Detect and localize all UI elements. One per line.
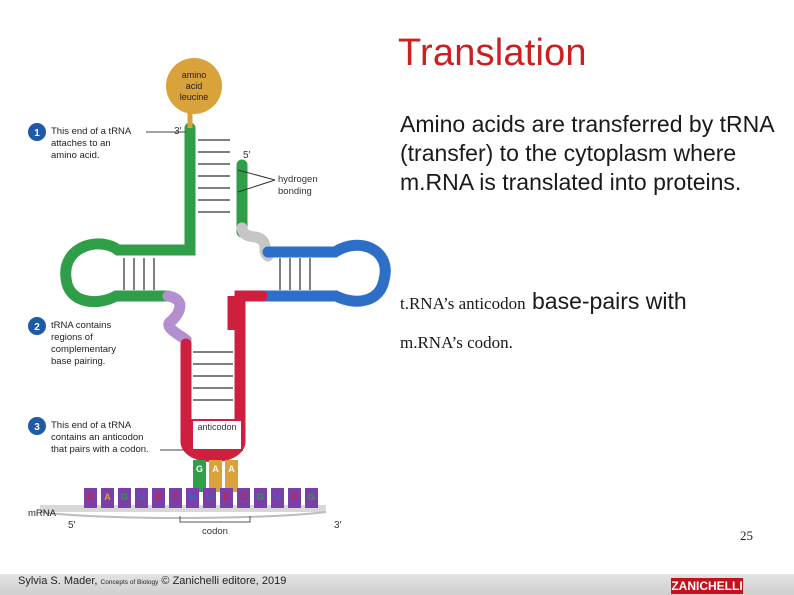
mrna-base-7-letter: U (206, 492, 213, 502)
anticodon-label: anticodon (197, 422, 236, 432)
end-5-label: 5′ (243, 150, 251, 161)
credit-book: Concepts of Biology (101, 579, 159, 586)
mrna-3-label: 3′ (334, 520, 342, 531)
step-1-number: 1 (34, 128, 40, 139)
page-number: 25 (740, 528, 753, 544)
amino-label-1: amino (182, 70, 207, 80)
mrna-base-11-letter: U (274, 492, 281, 502)
mrna-5-label: 5′ (68, 520, 76, 531)
amino-label-2: acid (186, 81, 203, 91)
trna-diagram: amino acid leucine 3′ 5′ hydrogen bondin… (0, 0, 394, 560)
mrna-base-12-letter: C (291, 492, 298, 502)
mrna-base-2-letter: G (121, 492, 128, 502)
step-3-line-1: This end of a tRNA (51, 420, 132, 431)
mrna-base-6-letter: U (189, 492, 196, 502)
anticodon-base-2-letter: A (228, 464, 235, 474)
step-2-line-1: tRNA contains (51, 320, 111, 331)
anticodon-base-0-letter: G (196, 464, 203, 474)
hydrogen-label-1: hydrogen (278, 174, 318, 185)
zanichelli-logo: ZANICHELLI (671, 578, 743, 594)
mrna-base-1-letter: A (104, 492, 111, 502)
amino-label-3: leucine (180, 92, 209, 102)
mrna-base-9-letter: C (240, 492, 247, 502)
step-2-line-4: base pairing. (51, 356, 105, 367)
step-3-line-2: contains an anticodon (51, 432, 143, 443)
mrna-base-10-letter: G (257, 492, 264, 502)
mrna-base-13-letter: G (308, 492, 315, 502)
mrna-label: mRNA (28, 508, 57, 519)
slide-title: Translation (398, 32, 587, 75)
step-1-line-3: amino acid. (51, 150, 100, 161)
mrna-base-3-letter: U (138, 492, 145, 502)
mrna-base-0-letter: C (87, 492, 94, 502)
mrna-base-8-letter: C (223, 492, 230, 502)
step-1-line-2: attaches to an (51, 138, 111, 149)
step-3-number: 3 (34, 422, 40, 433)
codon-label: codon (202, 526, 228, 537)
mrna-base-5-letter: C (172, 492, 179, 502)
hydrogen-label-2: bonding (278, 186, 312, 197)
credit-publisher: © Zanichelli editore, 2019 (158, 575, 286, 587)
paragraph-anticodon: t.RNA’s anticodon base-pairs with m.RNA’… (400, 282, 792, 363)
mrna-base-4-letter: C (155, 492, 162, 502)
paragraph-amino-acids: Amino acids are transferred by tRNA (tra… (400, 110, 792, 197)
anticodon-phrase: t.RNA’s anticodon (400, 294, 526, 313)
codon-phrase: m.RNA’s codon. (400, 333, 513, 352)
credit-author: Sylvia S. Mader, (18, 575, 101, 587)
step-2-line-3: complementary (51, 344, 116, 355)
base-pairs-phrase: base-pairs with (526, 288, 687, 314)
step-3-line-3: that pairs with a codon. (51, 444, 149, 455)
step-1-line-1: This end of a tRNA (51, 126, 132, 137)
step-2-line-2: regions of (51, 332, 93, 343)
acceptor-arm (190, 128, 242, 232)
footer-credit: Sylvia S. Mader, Concepts of Biology © Z… (18, 575, 286, 587)
mrna-backbone-shadow (40, 512, 326, 518)
anticodon-base-1-letter: A (212, 464, 219, 474)
step-2-number: 2 (34, 322, 40, 333)
